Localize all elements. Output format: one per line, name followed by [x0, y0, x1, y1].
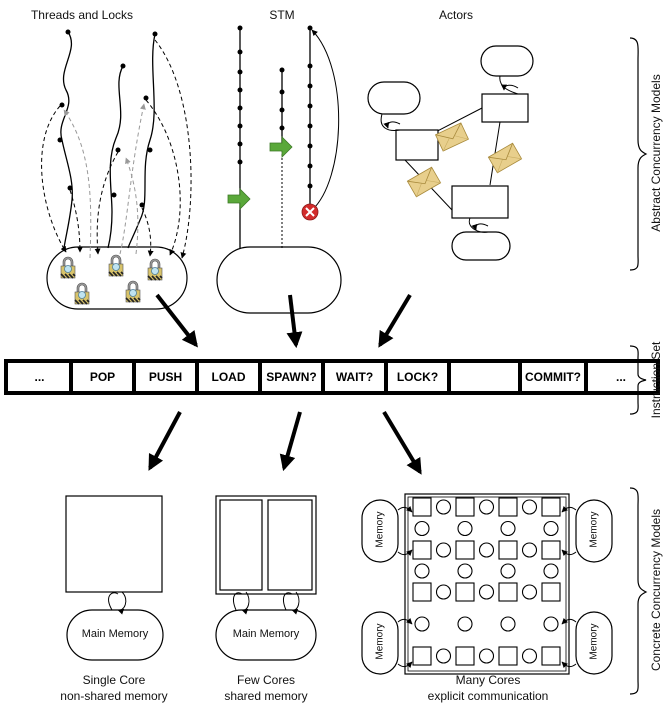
- channel-circle: [478, 499, 495, 515]
- core-square: [412, 582, 432, 602]
- core-square: [498, 540, 518, 560]
- instr-commit: COMMIT?: [525, 370, 581, 384]
- instr-spawn: SPAWN?: [266, 370, 317, 384]
- channel-circle: [435, 584, 452, 600]
- core-square: [541, 582, 561, 602]
- memory-pods: [361, 499, 613, 675]
- caption-many-cores: Many Cores explicit communication: [408, 672, 568, 704]
- instr-pop: POP: [89, 370, 116, 384]
- instr-push: PUSH: [148, 370, 183, 384]
- side-label-concrete: Concrete Concurrency Models: [649, 508, 663, 672]
- core-square: [412, 646, 432, 666]
- core-square: [498, 646, 518, 666]
- caption-few-cores: Few Cores shared memory: [196, 672, 336, 704]
- single-core-model: [65, 495, 164, 661]
- side-label-instruction-set: Instruction Set: [649, 341, 663, 419]
- instr-lock: LOCK?: [396, 370, 439, 384]
- caption-few-cores-line1: Few Cores: [236, 673, 295, 687]
- caption-few-cores-line2: shared memory: [224, 689, 308, 703]
- channel-circle: [521, 542, 538, 558]
- core-square: [412, 497, 432, 517]
- heading-stm: STM: [269, 8, 295, 22]
- channel-circle: [457, 520, 473, 537]
- memory-label: Memory: [588, 511, 600, 548]
- core-square: [498, 582, 518, 602]
- instr-wait: WAIT?: [335, 370, 374, 384]
- channel-circle: [435, 499, 452, 515]
- channel-circle: [414, 520, 430, 537]
- channel-circle: [435, 542, 452, 558]
- memory-label: Memory: [374, 511, 386, 548]
- channel-circle: [521, 499, 538, 515]
- channel-circle: [500, 520, 516, 537]
- channel-circle: [478, 648, 495, 664]
- channel-circle: [500, 563, 516, 579]
- core-square: [455, 582, 475, 602]
- instruction-set-bar: [4, 359, 522, 395]
- side-braces: [629, 37, 648, 695]
- core-square: [541, 540, 561, 560]
- core-square: [541, 646, 561, 666]
- caption-many-cores-line2: explicit communication: [427, 689, 549, 703]
- caption-many-cores-line1: Many Cores: [455, 673, 521, 687]
- caption-single-core-line1: Single Core: [82, 673, 146, 687]
- core-square: [412, 540, 432, 560]
- instr-ellipsis-left: ...: [34, 370, 45, 384]
- channel-circle: [543, 616, 559, 632]
- green-arrow-icon: [227, 136, 293, 210]
- caption-single-core: Single Core non-shared memory: [44, 672, 184, 704]
- channel-circle: [414, 616, 430, 632]
- few-cores-model: [215, 495, 317, 661]
- abort-x-icon: [301, 203, 319, 221]
- instr-load: LOAD: [211, 370, 246, 384]
- instr-ellipsis-right: ...: [615, 370, 626, 384]
- core-square: [455, 497, 475, 517]
- many-cores-grid: [404, 493, 570, 675]
- core-square: [541, 497, 561, 517]
- core-square: [455, 646, 475, 666]
- stm-model: [216, 25, 342, 314]
- core-square: [455, 540, 475, 560]
- caption-single-core-line2: non-shared memory: [60, 689, 168, 703]
- channel-circle: [543, 520, 559, 537]
- heading-threads-and-locks: Threads and Locks: [30, 8, 134, 22]
- channel-circle: [521, 584, 538, 600]
- memory-label: Memory: [588, 623, 600, 660]
- heading-actors: Actors: [438, 8, 473, 22]
- channel-circle: [500, 616, 516, 632]
- channel-circle: [435, 648, 452, 664]
- channel-circle: [414, 563, 430, 579]
- mapping-arrows-bottom: [148, 410, 422, 475]
- channel-circle: [457, 563, 473, 579]
- side-label-abstract: Abstract Concurrency Models: [649, 74, 663, 232]
- main-memory-label-few: Main Memory: [232, 628, 300, 640]
- main-memory-label-single: Main Memory: [81, 628, 149, 640]
- threads-and-locks-model: [41, 29, 192, 310]
- channel-circle: [478, 542, 495, 558]
- actors-model: [367, 45, 534, 261]
- channel-circle: [521, 648, 538, 664]
- mapping-arrows-top: [155, 293, 412, 349]
- channel-circle: [478, 584, 495, 600]
- memory-label: Memory: [374, 623, 386, 660]
- channel-circle: [543, 563, 559, 579]
- channel-circle: [457, 616, 473, 632]
- core-square: [498, 497, 518, 517]
